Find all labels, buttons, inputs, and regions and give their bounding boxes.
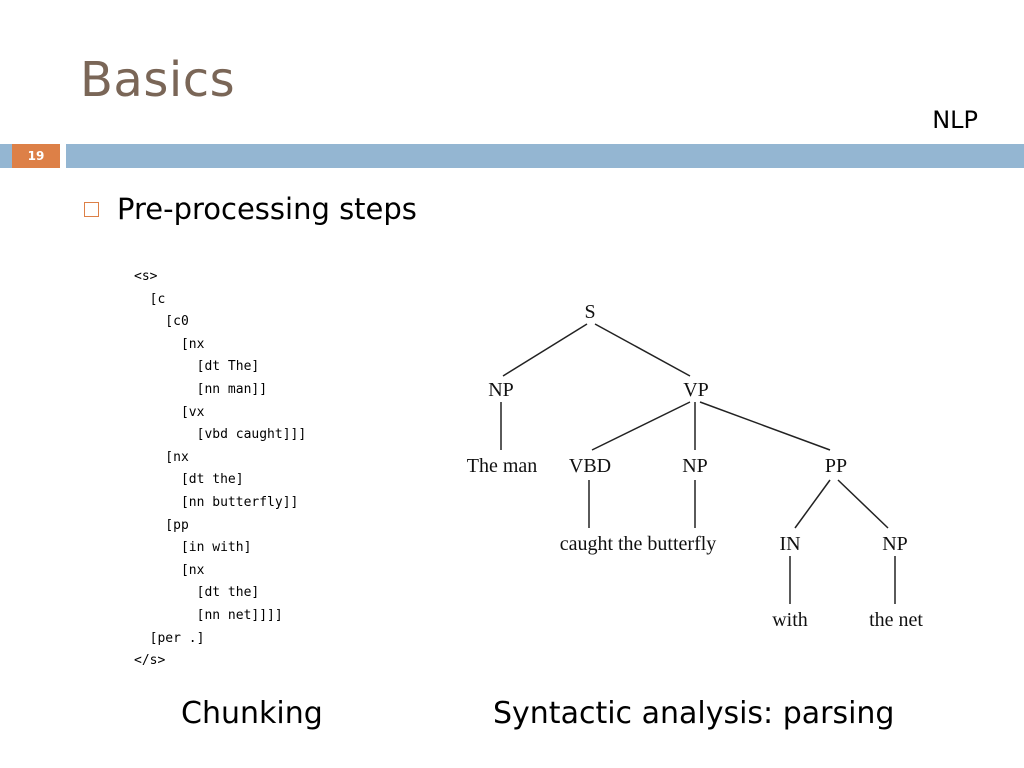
- code-line: </s>: [134, 653, 166, 669]
- code-line: [vbd caught]]]: [134, 427, 307, 443]
- tree-edge: [794, 479, 831, 529]
- code-line: [nx: [134, 336, 205, 352]
- tree-leaf-the-man: The man: [467, 455, 538, 477]
- tree-node-np: NP: [488, 379, 514, 401]
- code-line: [nx: [134, 562, 205, 578]
- code-line: [nn butterfly]]: [134, 494, 299, 510]
- tree-edge: [837, 479, 889, 529]
- code-line: [dt The]: [134, 359, 260, 375]
- chunking-code-block: <s> [c [c0 [nx [dt The] [nn man]] [vx [v…: [134, 266, 306, 673]
- tree-node-vbd: VBD: [569, 455, 611, 477]
- tree-node-vp: VP: [683, 379, 709, 401]
- tree-node-np-object: NP: [682, 455, 708, 477]
- code-line: [per .]: [134, 630, 205, 646]
- slide-number: 19: [12, 144, 60, 168]
- code-line: <s>: [134, 269, 158, 284]
- code-line: [c: [134, 291, 166, 307]
- bullet-text: Pre-processing steps: [117, 192, 417, 226]
- tree-leaf-the-net: the net: [869, 609, 923, 631]
- tree-node-pp: PP: [825, 455, 847, 477]
- tree-leaf-caught-the-butterfly: caught the butterfly: [560, 533, 717, 555]
- code-line: [in with]: [134, 540, 252, 556]
- header-band-right: [66, 144, 1024, 168]
- tree-leaf-with: with: [772, 609, 808, 631]
- code-line: [dt the]: [134, 585, 260, 601]
- square-bullet-icon: [84, 201, 99, 217]
- corner-label: NLP: [932, 106, 978, 134]
- code-line: [nn man]]: [134, 381, 268, 397]
- code-line: [nn net]]]]: [134, 607, 283, 623]
- parse-tree: S NP VP The man VBD NP PP caught the but…: [467, 301, 924, 631]
- caption-parsing: Syntactic analysis: parsing: [493, 696, 895, 731]
- tree-edge: [502, 323, 588, 377]
- tree-node-in: IN: [779, 533, 800, 555]
- code-line: [nx: [134, 449, 189, 465]
- tree-edge: [699, 401, 831, 451]
- code-line: [dt the]: [134, 472, 244, 488]
- bullet-item: Pre-processing steps: [84, 192, 417, 226]
- tree-node-s: S: [584, 301, 595, 323]
- code-line: [pp: [134, 517, 189, 533]
- slide-title: Basics: [80, 52, 236, 108]
- tree-edge: [594, 323, 691, 377]
- caption-chunking: Chunking: [181, 696, 323, 731]
- tree-node-np-pp: NP: [882, 533, 908, 555]
- code-line: [vx: [134, 404, 205, 420]
- code-line: [c0: [134, 314, 189, 330]
- header-band-left: [0, 144, 12, 168]
- tree-edge: [591, 401, 691, 451]
